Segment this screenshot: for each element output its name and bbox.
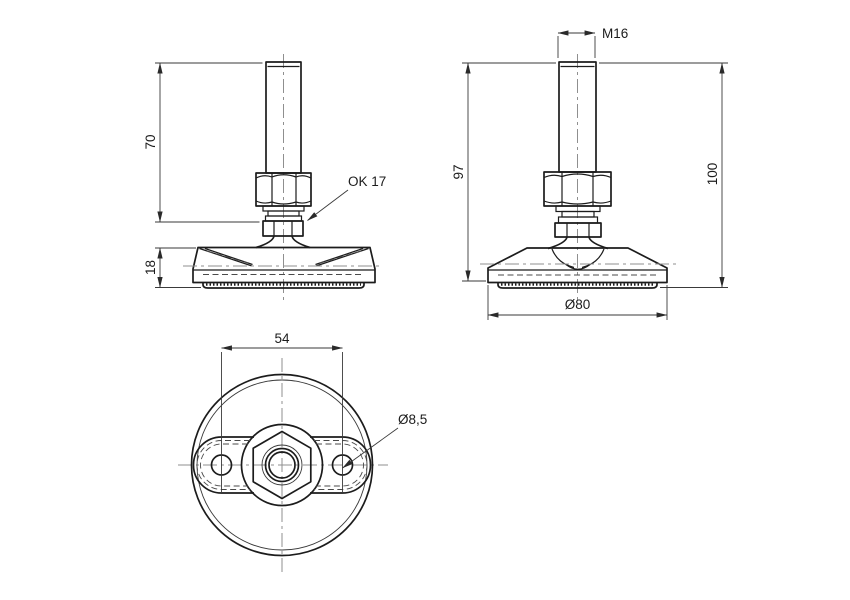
front-cone-hidden-right [319,250,362,264]
side-ball-arc-right [581,248,605,269]
front-hex-top-chamfer [255,174,312,179]
dim80-label: Ø80 [565,297,591,312]
side-ball-arc-left [551,248,575,269]
bottom-right-pocket-hidden-1 [314,440,368,490]
dim18-label: 18 [143,260,158,275]
front-view: 70 18 OK 17 [143,54,386,302]
dim54-label: 54 [274,331,290,346]
bottom-left-pocket-hidden-2 [200,443,248,487]
bottom-left-pocket-outline [192,436,254,494]
bottom-thread-outer-circle [264,447,300,483]
side-rubber-pad [497,282,658,289]
front-neck-left [255,235,275,249]
dim70-label: 70 [143,134,158,149]
dim97-label: 97 [451,164,466,179]
side-lock-nut [554,222,602,238]
front-base-outline [192,246,376,284]
dim100-label: 100 [705,163,720,186]
side-ball-arc-bottom [565,264,591,270]
bottom-view: 54 Ø8,5 [178,331,427,574]
bottom-thread-crest-circle [261,444,303,486]
dia85-leader-line [342,427,399,469]
bottom-plate-outer-circle [190,373,374,557]
bottom-thread-bore-circle [268,451,296,479]
side-neck-right [588,236,609,250]
front-rubber-pad [202,282,365,289]
bottom-left-pocket-hidden-1 [196,440,250,490]
ok17-leader-line [307,189,349,221]
side-hex-top-chamfer [543,173,612,179]
bottom-hex-nut [252,430,312,500]
front-cone-hidden-left [206,250,249,264]
bottom-right-pocket-outline [310,436,372,494]
ok17-label: OK 17 [348,174,386,189]
front-hex-bottom-chamfer [255,200,312,205]
front-lock-nut [262,220,304,237]
front-neck-right [291,235,311,249]
side-neck-left [547,236,568,250]
bottom-right-pocket-hidden-2 [316,443,364,487]
side-hex-bottom-chamfer [543,200,612,205]
dimM16-label: M16 [602,26,628,41]
bottom-boss-circle [240,423,324,507]
side-view: M16 97 100 Ø80 [451,26,728,320]
dia85-label: Ø8,5 [398,412,427,427]
side-base-outline [487,247,668,284]
